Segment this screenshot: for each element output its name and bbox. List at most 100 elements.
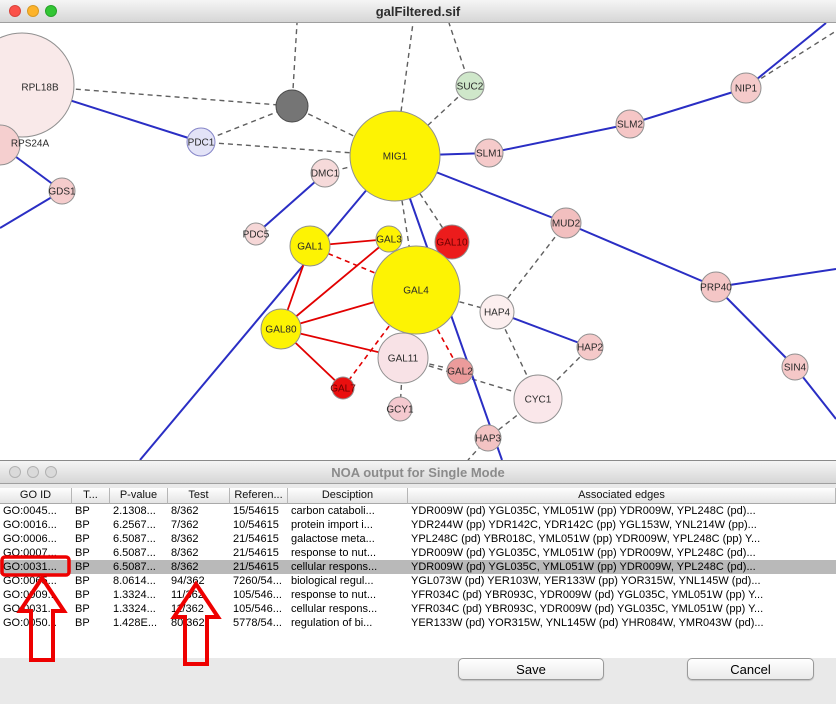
table-cell: 11/362 bbox=[171, 589, 204, 601]
graph-node-GAL11[interactable] bbox=[377, 332, 429, 384]
column-header-6[interactable]: Associated edges bbox=[408, 488, 836, 504]
graph-node-GCY1[interactable] bbox=[387, 396, 413, 422]
graph-edge[interactable] bbox=[255, 172, 326, 235]
graph-node-label: PDC5 bbox=[243, 230, 270, 241]
table-cell: BP bbox=[75, 533, 90, 545]
minimize-button[interactable] bbox=[27, 5, 39, 17]
cancel-button[interactable]: Cancel bbox=[687, 658, 814, 680]
graph-node-GAL1[interactable] bbox=[289, 225, 331, 267]
graph-edge[interactable] bbox=[745, 30, 836, 89]
table-cell: YPL248C (pd) YBR018C, YML051W (pp) YDR00… bbox=[411, 533, 761, 545]
table-cell: 94/362 bbox=[171, 575, 205, 587]
graph-node-HAP3[interactable] bbox=[474, 424, 502, 452]
graph-edge[interactable] bbox=[394, 85, 471, 157]
graph-node-PDC5[interactable] bbox=[244, 222, 268, 246]
graph-node-label: GAL10 bbox=[436, 238, 468, 249]
graph-edge[interactable] bbox=[139, 155, 396, 460]
noa-window-titlebar[interactable]: NOA output for Single Mode bbox=[0, 461, 836, 484]
network-canvas[interactable]: RPL18BRPS24AGDS1PDC1DMC1MIG1SUC2SLM1SLM2… bbox=[0, 23, 836, 460]
graph-node-PDC1[interactable] bbox=[186, 127, 216, 157]
table-cell: GO:0031... bbox=[3, 603, 57, 615]
graph-node-label: GAL2 bbox=[447, 367, 473, 378]
graph-node-label: HAP2 bbox=[577, 343, 604, 354]
column-header-1[interactable]: T... bbox=[72, 488, 110, 504]
graph-node-HAP2[interactable] bbox=[576, 333, 604, 361]
graph-node-label: GCY1 bbox=[386, 405, 414, 416]
table-cell: BP bbox=[75, 589, 90, 601]
graph-node-GAL4[interactable] bbox=[371, 245, 461, 335]
table-cell: GO:0065... bbox=[3, 575, 57, 587]
table-cell: GO:0031... bbox=[3, 561, 57, 573]
network-window-titlebar[interactable]: galFiltered.sif bbox=[0, 0, 836, 23]
save-button[interactable]: Save bbox=[458, 658, 604, 680]
column-header-0[interactable]: GO ID bbox=[0, 488, 72, 504]
table-cell: 15/54615 bbox=[233, 505, 279, 517]
graph-node-UNK[interactable] bbox=[275, 89, 309, 123]
table-cell: 6.5087... bbox=[113, 547, 156, 559]
graph-edge[interactable] bbox=[415, 289, 461, 372]
traffic-lights bbox=[9, 466, 57, 478]
graph-node-RPL18B[interactable] bbox=[0, 32, 75, 138]
graph-node-DMC1[interactable] bbox=[310, 158, 340, 188]
graph-node-GAL7[interactable] bbox=[331, 376, 355, 400]
graph-edge[interactable] bbox=[496, 222, 567, 313]
graph-node-RPS24A[interactable] bbox=[0, 124, 21, 166]
table-cell: 7260/54... bbox=[233, 575, 282, 587]
graph-node-PRP40[interactable] bbox=[700, 271, 732, 303]
graph-node-GAL10[interactable] bbox=[434, 224, 470, 260]
column-header-3[interactable]: Test bbox=[168, 488, 230, 504]
close-button[interactable] bbox=[9, 466, 21, 478]
table-cell: YER133W (pd) YOR315W, YNL145W (pd) YHR08… bbox=[411, 617, 764, 629]
graph-node-label: GAL3 bbox=[376, 235, 402, 246]
column-header-4[interactable]: Referen... bbox=[230, 488, 288, 504]
graph-node-GAL3[interactable] bbox=[375, 225, 403, 253]
graph-node-MUD2[interactable] bbox=[550, 207, 582, 239]
graph-node-SUC2[interactable] bbox=[455, 71, 485, 101]
minimize-button[interactable] bbox=[27, 466, 39, 478]
graph-node-SIN4[interactable] bbox=[781, 353, 809, 381]
zoom-button[interactable] bbox=[45, 5, 57, 17]
table-cell: carbon cataboli... bbox=[291, 505, 375, 517]
table-cell: 1.428E... bbox=[113, 617, 158, 629]
table-cell: 6.2567... bbox=[113, 519, 156, 531]
graph-node-label: RPS24A bbox=[11, 139, 50, 150]
table-cell: cellular respons... bbox=[291, 561, 378, 573]
graph-edge[interactable] bbox=[715, 268, 836, 288]
column-header-5[interactable]: Desciption bbox=[288, 488, 408, 504]
table-cell: response to nut... bbox=[291, 547, 376, 559]
graph-edge[interactable] bbox=[565, 222, 717, 288]
graph-edge[interactable] bbox=[291, 105, 396, 157]
graph-node-label: GAL11 bbox=[388, 354, 419, 365]
table-cell: GO:0016... bbox=[3, 519, 57, 531]
graph-node-HAP4[interactable] bbox=[479, 294, 515, 330]
close-button[interactable] bbox=[9, 5, 21, 17]
graph-node-CYC1[interactable] bbox=[513, 374, 563, 424]
graph-edge[interactable] bbox=[745, 23, 827, 89]
graph-node-GAL2[interactable] bbox=[446, 357, 474, 385]
column-header-2[interactable]: P-value bbox=[110, 488, 168, 504]
graph-edge[interactable] bbox=[629, 87, 747, 125]
graph-node-NIP1[interactable] bbox=[730, 72, 762, 104]
zoom-button[interactable] bbox=[45, 466, 57, 478]
noa-window-title: NOA output for Single Mode bbox=[331, 464, 505, 480]
graph-edge[interactable] bbox=[280, 238, 390, 330]
graph-edge[interactable] bbox=[496, 311, 539, 400]
graph-node-GAL80[interactable] bbox=[260, 308, 302, 350]
graph-node-SLM1[interactable] bbox=[474, 138, 504, 168]
graph-node-MIG1[interactable] bbox=[349, 110, 441, 202]
graph-edge[interactable] bbox=[715, 286, 796, 368]
graph-edge[interactable] bbox=[488, 123, 631, 154]
graph-node-label: DMC1 bbox=[311, 169, 340, 180]
table-cell: GO:0050... bbox=[3, 617, 57, 629]
graph-node-SLM2[interactable] bbox=[615, 109, 645, 139]
graph-node-GDS1[interactable] bbox=[48, 177, 76, 205]
